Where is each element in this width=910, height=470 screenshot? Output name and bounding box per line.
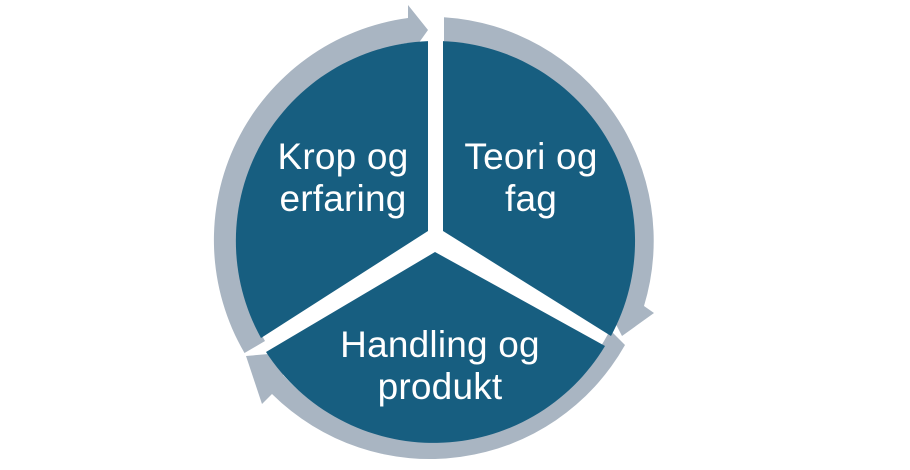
label-handling-og-produkt: Handling og produkt (320, 324, 560, 408)
arrow-to-teori-icon (213, 5, 428, 353)
segment-krop-og-erfaring (235, 41, 428, 338)
segment-teori-og-fag (443, 41, 636, 336)
label-teori-og-fag: Teori og fag (448, 136, 614, 220)
label-line: erfaring (279, 178, 407, 219)
label-krop-og-erfaring: Krop og erfaring (250, 136, 436, 220)
arrow-to-krop-icon (246, 330, 625, 460)
label-line: Krop og (277, 136, 409, 177)
segment-handling-og-produkt (266, 252, 605, 443)
label-line: produkt (377, 366, 503, 407)
arrow-to-handling-icon (444, 17, 654, 336)
segments (235, 41, 636, 443)
label-line: Teori og (464, 136, 598, 177)
label-line: fag (504, 178, 558, 219)
ring-arrows (213, 5, 654, 460)
label-line: Handling og (340, 324, 540, 365)
